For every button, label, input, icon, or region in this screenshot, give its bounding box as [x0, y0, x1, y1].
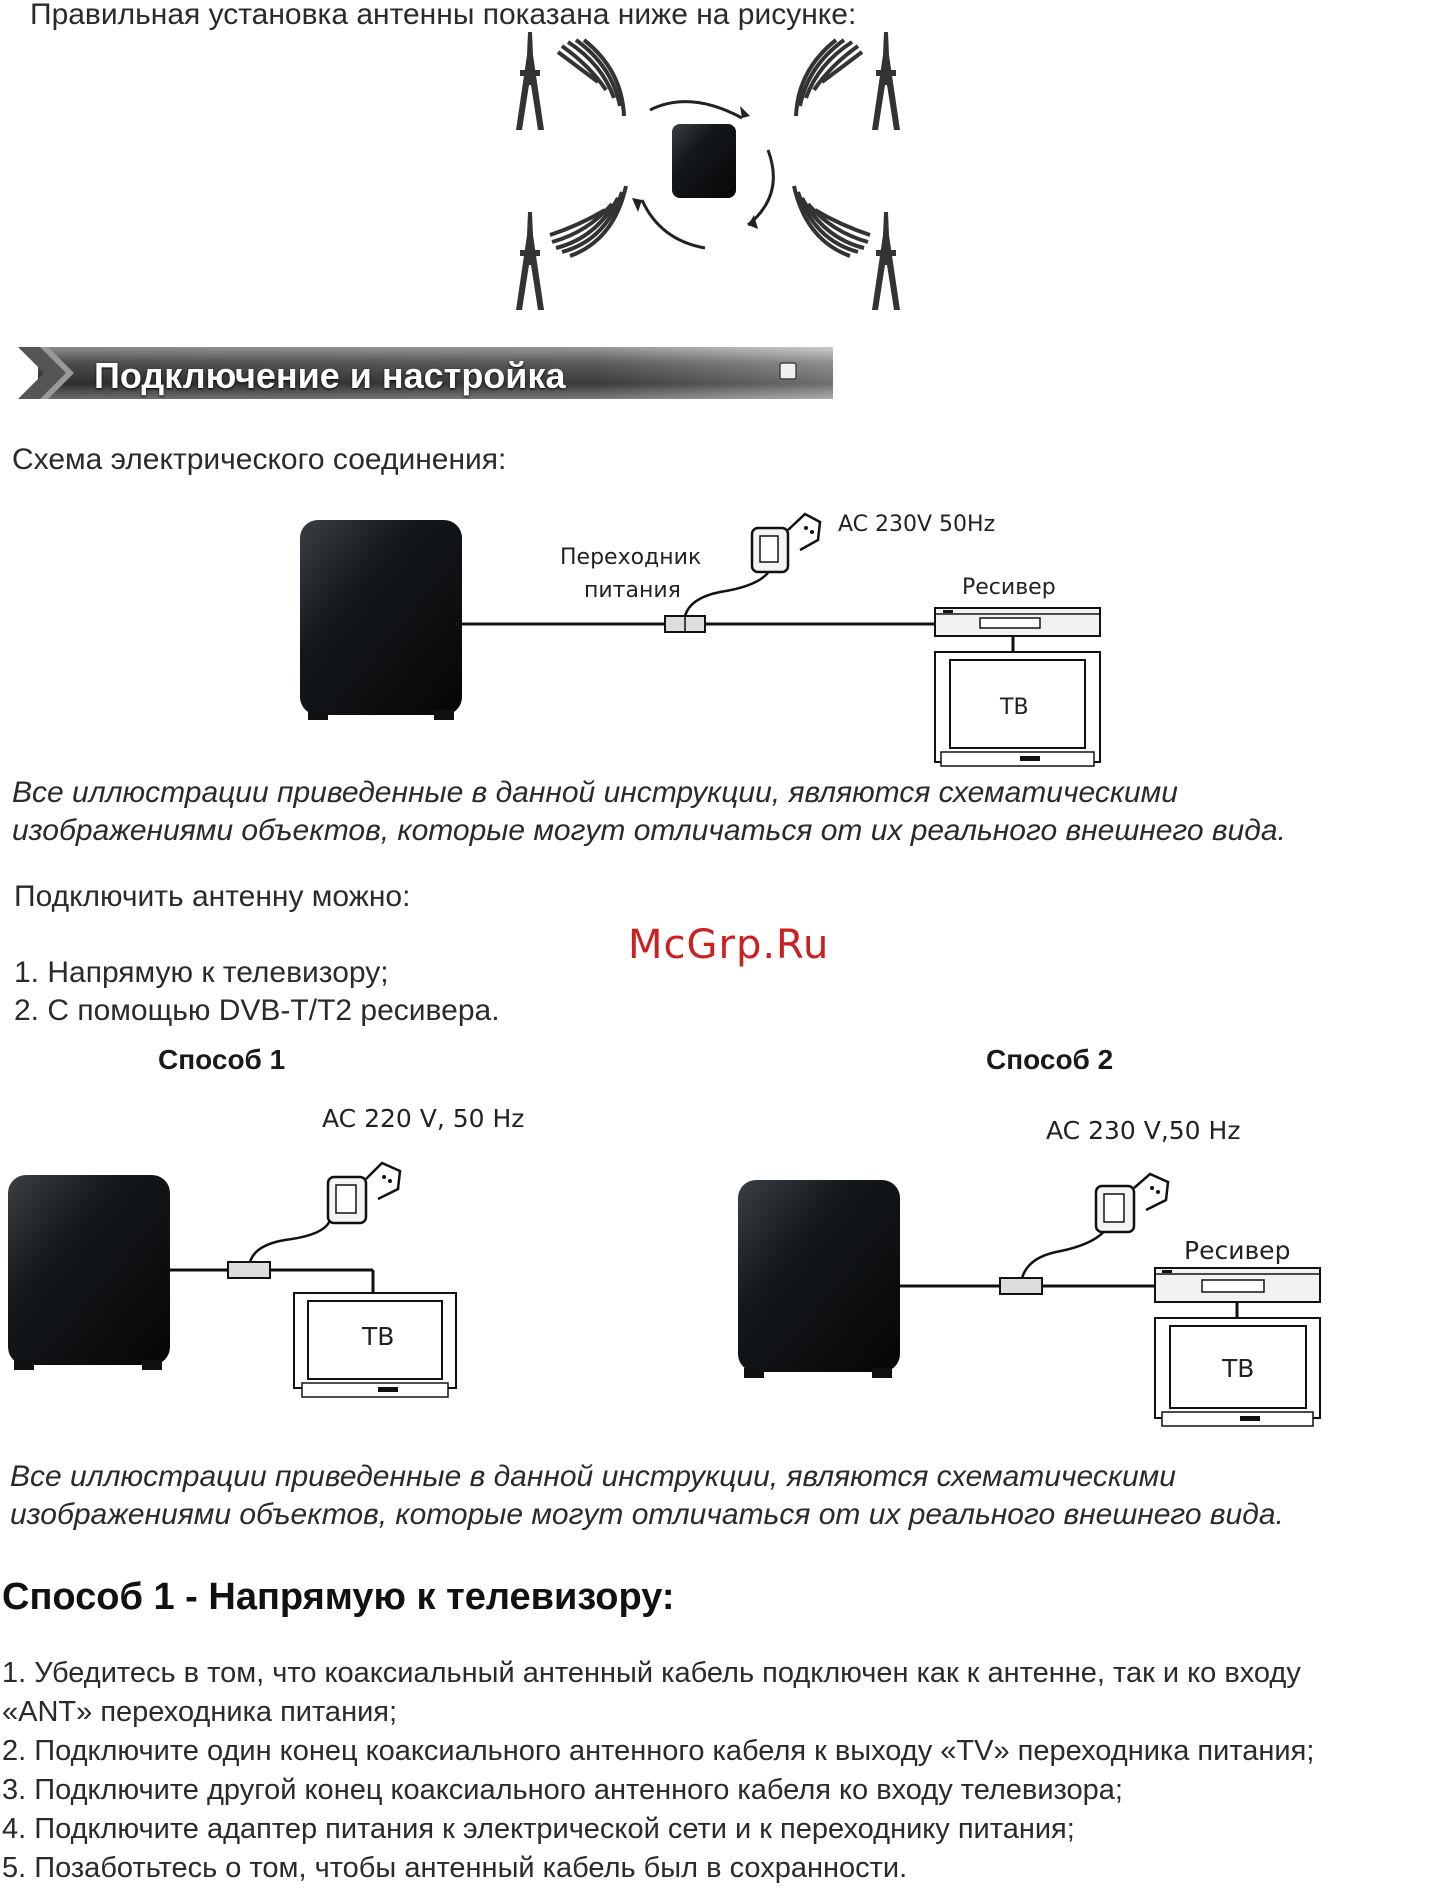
power-adapter-icon	[1094, 1172, 1170, 1234]
method1-title: Способ 1	[158, 1044, 286, 1075]
connection-scheme-diagram	[300, 512, 1101, 767]
watermark: McGrp.Ru	[628, 922, 830, 968]
signal-waves-icon	[792, 185, 871, 258]
method2-tv-label: ТВ	[1222, 1354, 1255, 1383]
antenna-icon	[672, 124, 736, 198]
tower-icon	[516, 212, 544, 310]
tower-icon	[516, 32, 544, 130]
disclaimer-line: изображениями объектов, которые могут от…	[12, 814, 1286, 847]
signal-waves-icon	[549, 185, 628, 258]
connect-heading: Подключить антенну можно:	[14, 880, 411, 913]
signal-waves-icon	[794, 38, 864, 117]
antenna-orientation-figure	[516, 32, 900, 310]
tv-icon	[293, 1292, 457, 1398]
method1-diagram	[8, 1161, 457, 1398]
tower-icon	[872, 212, 900, 310]
method2-receiver-label: Ресивер	[1184, 1236, 1291, 1265]
list-item: 4. Подключите адаптер питания к электрич…	[2, 1813, 1075, 1845]
power-adapter-icon	[750, 512, 822, 574]
tower-icon	[872, 32, 900, 130]
list-item: 1. Убедитесь в том, что коаксиальный ант…	[2, 1657, 1301, 1689]
adapter-label: питания	[584, 578, 681, 603]
disclaimer-line: Все иллюстрации приведенные в данной инс…	[10, 1460, 1176, 1493]
receiver-icon	[1154, 1267, 1321, 1303]
method1-tv-label: ТВ	[362, 1322, 395, 1351]
power-adapter-icon	[326, 1161, 402, 1225]
antenna-icon	[738, 1180, 900, 1378]
section-banner	[18, 347, 833, 399]
section1-heading: Способ 1 - Напрямую к телевизору:	[2, 1576, 675, 1618]
disclaimer-line: изображениями объектов, которые могут от…	[10, 1498, 1284, 1531]
antenna-icon	[300, 520, 462, 720]
method2-diagram	[738, 1172, 1321, 1427]
method2-power-label: AC 230 V,50 Hz	[1046, 1116, 1241, 1145]
connect-option: 2. С помощью DVB-T/T2 ресивера.	[14, 994, 500, 1027]
antenna-icon	[8, 1175, 170, 1370]
section-title: Подключение и настройка	[94, 355, 566, 396]
tv-label: ТВ	[1000, 695, 1029, 720]
tv-icon	[1154, 1317, 1321, 1427]
receiver-icon	[934, 607, 1101, 637]
power-injector-icon	[999, 1277, 1043, 1295]
tv-icon	[934, 651, 1101, 767]
adapter-label: Переходник	[560, 545, 702, 570]
list-item: «ANT» переходника питания;	[2, 1696, 398, 1728]
signal-waves-icon	[556, 38, 626, 117]
list-item: 2. Подключите один конец коаксиального а…	[2, 1735, 1315, 1767]
list-item: 5. Позаботьтесь о том, чтобы антенный ка…	[2, 1852, 908, 1884]
method2-title: Способ 2	[986, 1044, 1114, 1075]
intro-text: Правильная установка антенны показана ни…	[30, 0, 857, 31]
disclaimer-line: Все иллюстрации приведенные в данной инс…	[12, 776, 1178, 809]
power-injector-icon	[227, 1261, 271, 1279]
list-item: 3. Подключите другой конец коаксиального…	[2, 1774, 1123, 1806]
power-label: AC 230V 50Hz	[838, 512, 996, 537]
method1-power-label: AC 220 V, 50 Hz	[322, 1104, 525, 1133]
scheme-heading: Схема электрического соединения:	[12, 443, 507, 476]
steps-list: 1. Убедитесь в том, что коаксиальный ант…	[2, 1654, 1314, 1888]
square-icon	[779, 362, 797, 380]
receiver-label: Ресивер	[962, 575, 1056, 600]
connect-option: 1. Напрямую к телевизору;	[14, 956, 389, 989]
